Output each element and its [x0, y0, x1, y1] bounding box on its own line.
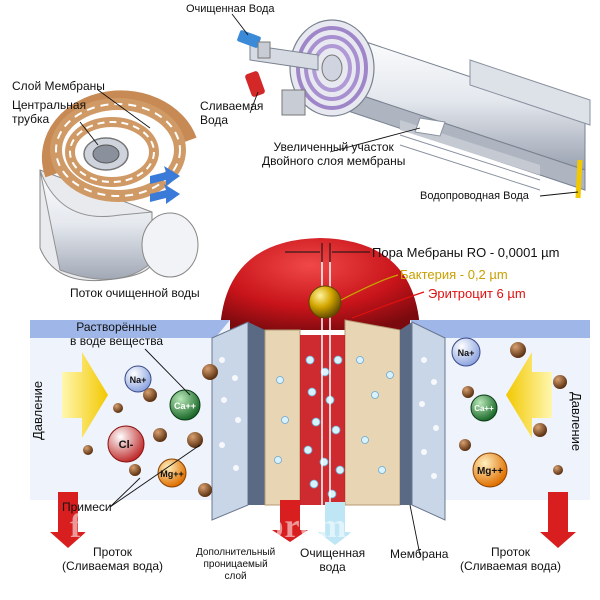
clean-flow-label: Поток очищенной воды	[70, 286, 200, 300]
extra-layer-label: Дополнительный проницаемый слой	[196, 547, 275, 583]
ion-na-right-text: Na+	[458, 348, 475, 358]
ion-ca-right	[470, 394, 498, 422]
pressure-right-label: Давление	[569, 392, 584, 451]
clean-water-bottom-label: Очищенная вода	[300, 546, 365, 575]
ion-cl-left-text: Cl-	[119, 439, 134, 451]
ion-mg-left-text: Mg++	[160, 469, 184, 479]
erythrocyte-label: Эритроцит 6 µm	[428, 286, 526, 301]
clean-water-bottom-line-1: Очищенная	[300, 546, 366, 560]
extra-layer-line-1: Дополнительный	[196, 547, 276, 558]
dissolved-line-1: Растворённые	[76, 320, 157, 334]
impurities-label: Примеси	[62, 500, 112, 514]
ion-mg-left	[157, 458, 187, 488]
dissolved-line-2: в воде вещества	[70, 334, 164, 349]
extra-layer-line-2: проницаемый	[203, 559, 268, 570]
membrane-cross-section	[30, 238, 590, 548]
central-tube-line-1: Центральная	[12, 98, 87, 112]
pressure-left-label: Давление	[30, 381, 45, 440]
extra-layer-line-3: слой	[224, 571, 247, 582]
ion-mg-right-text: Mg++	[477, 466, 503, 477]
enlarged-section-line-1: Увеличенный участок	[273, 140, 394, 154]
flow-right-label: Проток (Сливаемая вода)	[460, 545, 561, 574]
flow-right-line-1: Проток	[491, 545, 531, 559]
clean-water-bottom-line-2: вода	[319, 560, 346, 575]
enlarged-section-label: Увеличенный участок Двойного слоя мембра…	[262, 140, 405, 169]
ion-na-left-text: Na+	[130, 375, 147, 385]
central-tube-line-2: трубка	[12, 112, 50, 127]
membrane-layer-label: Слой Мембраны	[12, 79, 105, 93]
flow-left-line-1: Проток	[93, 545, 133, 559]
ro-pore-label: Пора Мебраны RO - 0,0001 µm	[372, 245, 560, 260]
central-tube-label: Центральная трубка	[12, 98, 86, 127]
drain-water-label: Сливаемая Вода	[200, 99, 263, 128]
top-clean-water-label: Очищенная Вода	[186, 3, 275, 15]
ion-mg-right	[472, 452, 508, 488]
tap-water-label: Водопроводная Вода	[420, 190, 529, 202]
drain-water-line-1: Сливаемая	[200, 99, 264, 113]
ro-cartridge-illustration	[237, 19, 591, 199]
drain-water-line-2: Вода	[200, 113, 229, 128]
ion-cl-left	[107, 425, 145, 463]
flow-right-line-2: (Сливаемая вода)	[460, 559, 562, 574]
enlarged-section-line-2: Двойного слоя мембраны	[262, 154, 406, 169]
dissolved-substances-label: Растворённые в воде вещества	[70, 320, 163, 349]
ion-ca-right-text: Ca++	[474, 404, 494, 413]
spiral-roll-illustration	[39, 90, 199, 282]
ion-na-left	[124, 365, 152, 393]
flow-left-label: Проток (Сливаемая вода)	[62, 545, 163, 574]
watermark: filteroptima.prom.ua	[70, 508, 395, 545]
ion-na-right	[451, 337, 481, 367]
leader-lines	[79, 13, 579, 556]
bacteria-label: Бактерия - 0,2 µm	[400, 267, 508, 282]
ion-ca-left-text: Ca++	[174, 401, 196, 411]
membrane-label: Мембрана	[390, 547, 449, 561]
flow-left-line-2: (Сливаемая вода)	[62, 559, 164, 574]
